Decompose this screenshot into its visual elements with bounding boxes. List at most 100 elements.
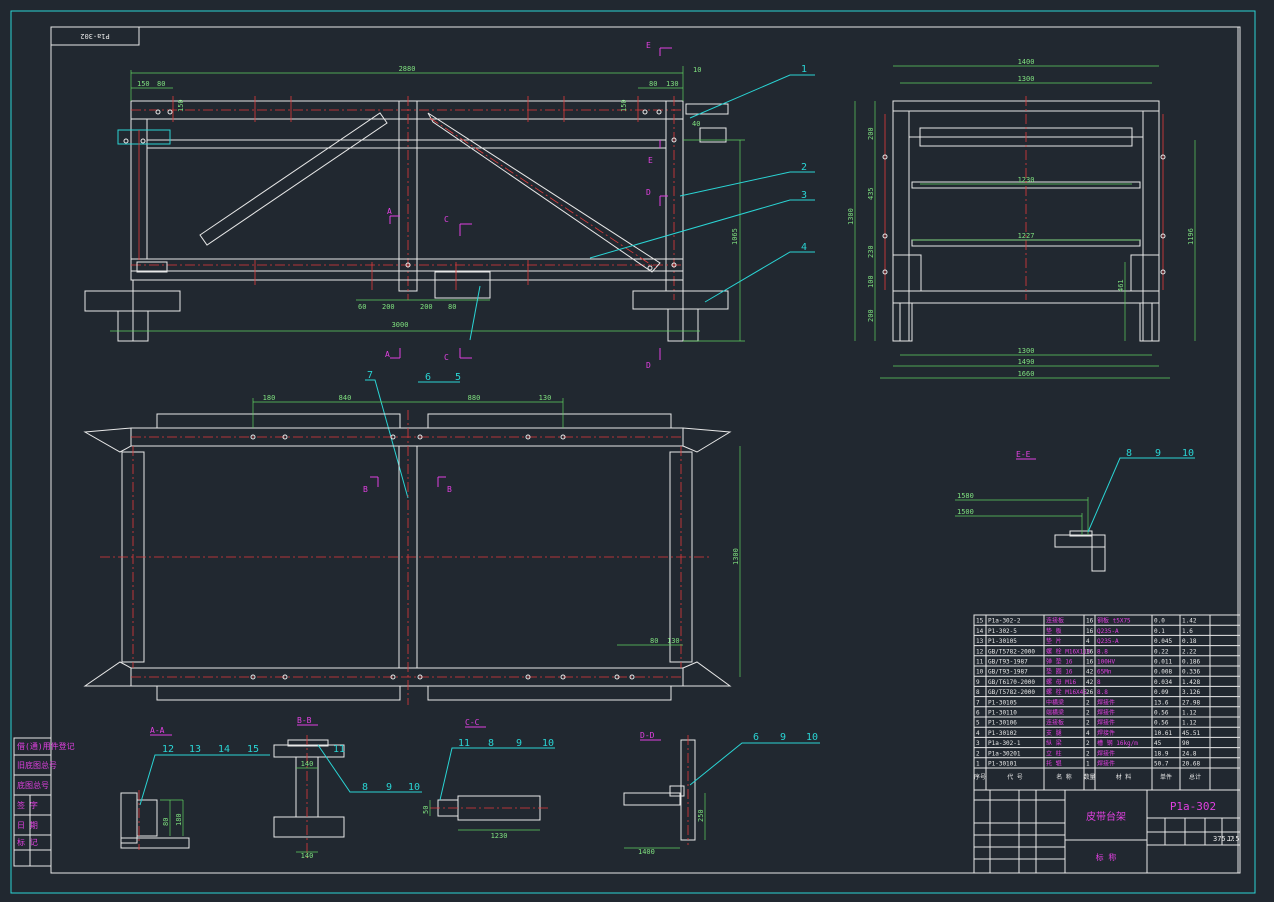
bom-cell-qty: 2 (1086, 710, 1090, 717)
dim-front-left-v: 150 (177, 99, 185, 112)
bom-cell-w2: 90 (1182, 740, 1190, 747)
section-bb: B-B 140 140 8 9 10 11 (273, 716, 422, 860)
bom-cell-no: 9 (976, 679, 980, 686)
bom-cell-mat: 8.8 (1097, 689, 1108, 696)
corner-label-box: P1a-302 (50, 26, 140, 46)
cc-balloon-11: 11 (458, 738, 470, 749)
dim-side-top1: 1400 (1018, 58, 1035, 66)
bom-header-cell: 序号 (974, 773, 986, 781)
stamp-0: 借(通)用件登记 (17, 741, 75, 751)
bom-cell-no: 15 (976, 618, 984, 625)
bom-cell-name: 螺 母 M16 (1046, 678, 1076, 686)
dd-balloon-6: 6 (753, 732, 759, 743)
front-view: 2880 10 150 80 80 130 150 150 40 1065 60… (84, 41, 815, 499)
bom-cell-no: 6 (976, 710, 980, 717)
section-mark-a-bottom: A (385, 350, 390, 359)
bom-cell-w2: 0.336 (1182, 669, 1200, 676)
bom-cell-w2: 1.12 (1182, 710, 1197, 717)
bom-cell-mat: 焊接件 (1097, 729, 1115, 737)
dim-front-right-v: 150 (620, 99, 628, 112)
ee-balloon-9: 9 (1155, 448, 1161, 459)
ee-balloon-8: 8 (1126, 448, 1132, 459)
dim-bb-b: 140 (301, 852, 314, 860)
bom-cell-w1: 0.56 (1154, 710, 1169, 717)
bom-header-cell: 单件 (1160, 773, 1172, 781)
bom-cell-name: 垫 板 (1046, 627, 1062, 635)
bom-cell-no: 12 (976, 648, 984, 655)
balloon-4: 4 (801, 242, 807, 253)
bom-cell-code: P1-30105 (988, 638, 1017, 645)
balloon-6: 6 (425, 372, 431, 383)
stamp-3: 签 字 (17, 800, 38, 810)
dim-side-bottom2: 1490 (1018, 358, 1035, 366)
bom-cell-qty: 42 (1086, 669, 1094, 676)
dim-plan-d4: 130 (539, 394, 552, 402)
section-cc-title: C-C (465, 718, 480, 727)
balloon-3: 3 (801, 190, 807, 201)
dim-dd-b: 250 (697, 809, 705, 822)
section-mark-c-top: C (444, 215, 449, 224)
dim-front-bottom: 3000 (392, 321, 409, 329)
dim-side-l5: 200 (867, 309, 875, 322)
dim-plan-br1: 80 (650, 637, 658, 645)
bom-cell-code: P1-30101 (988, 761, 1017, 768)
bom-cell-mat: 100HV (1097, 659, 1115, 666)
bom-cell-code: P1-30110 (988, 710, 1017, 717)
bom-cell-w2: 27.98 (1182, 699, 1200, 706)
dim-side-inner-top: 1230 (1018, 176, 1035, 184)
bom-cell-qty: 26 (1086, 689, 1094, 696)
bom-cell-qty: 16 (1086, 659, 1094, 666)
bom-cell-mat: 焊接件 (1097, 749, 1115, 757)
bom-cell-w1: 0.011 (1154, 659, 1172, 666)
title-drawing-no: P1a-302 (1170, 800, 1216, 813)
dim-front-height: 1065 (731, 228, 739, 245)
bom-cell-name: 弹 垫 16 (1046, 658, 1073, 666)
bom-cell-code: GB/T5782-2000 (988, 648, 1035, 655)
bom-cell-qty: 2 (1086, 720, 1090, 727)
dim-front-left-b: 80 (157, 80, 165, 88)
bom-cell-mat: Q235-A (1097, 628, 1119, 635)
bom-cell-code: P1-30102 (988, 730, 1017, 737)
bom-cell-w1: 0.008 (1154, 669, 1172, 676)
section-aa: A-A 80 180 12 13 14 15 (120, 726, 270, 850)
ee-balloon-10: 10 (1182, 448, 1194, 459)
bom-header: 序号代 号名 称数量材 料单件总计 (974, 773, 1201, 781)
bom-cell-w1: 18.9 (1154, 750, 1169, 757)
bom-cell-no: 11 (976, 659, 984, 666)
section-ee: E-E 1580 1500 8 9 10 (955, 448, 1195, 572)
bom-cell-name: 螺 栓 M16X45 (1046, 688, 1087, 696)
section-dd: D-D 1400 250 6 9 10 (623, 731, 820, 856)
dim-ee-b: 1500 (957, 508, 974, 516)
dim-side-right-inner: 461 (1117, 279, 1125, 292)
dim-side-top2: 1300 (1018, 75, 1035, 83)
dim-side-right-total: 1196 (1187, 228, 1195, 245)
aa-balloon-15: 15 (247, 744, 259, 755)
dim-front-right-b: 130 (666, 80, 679, 88)
bom-cell-no: 8 (976, 689, 980, 696)
bom-cell-no: 2 (976, 750, 980, 757)
section-mark-b-right: B (447, 485, 452, 494)
bom-cell-name: 纵 梁 (1046, 739, 1062, 747)
bom-cell-qty: 4 (1086, 638, 1090, 645)
section-mark-e-top: E (646, 41, 651, 50)
corner-label: P1a-302 (80, 32, 110, 40)
bom-cell-code: GB/T93-1987 (988, 669, 1028, 676)
dim-aa-a: 80 (162, 818, 170, 826)
dim-front-bottom-a: 60 (358, 303, 366, 311)
stamp-4: 日 期 (17, 821, 38, 830)
section-mark-c-bottom: C (444, 353, 449, 362)
bom-cell-code: P1-30105 (988, 699, 1017, 706)
title-footer: 标 称 (1096, 852, 1117, 862)
dim-bb-a: 140 (301, 760, 314, 768)
bom-cell-w1: 0.045 (1154, 638, 1172, 645)
dim-aa-b: 180 (175, 813, 183, 826)
stamp-1: 旧底图总号 (17, 760, 57, 770)
